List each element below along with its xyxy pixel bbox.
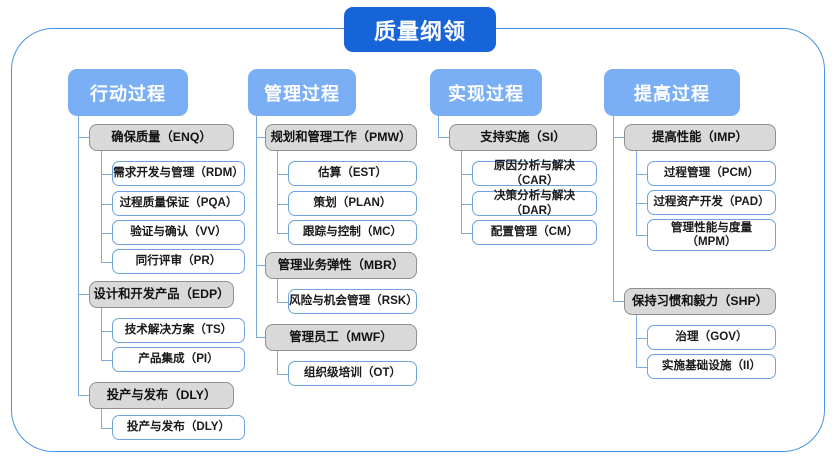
branch-line-col-4-g2	[613, 301, 624, 303]
child-branch-ii	[636, 367, 647, 369]
child-trunk-edp	[101, 308, 103, 361]
child-trunk-imp	[636, 151, 638, 236]
leaf-box-car[interactable]: 原因分析与解决（CAR）	[472, 159, 597, 187]
child-trunk-pmw	[277, 151, 279, 234]
column-header-3[interactable]: 实现过程	[430, 69, 542, 116]
leaf-box-rdm[interactable]: 需求开发与管理（RDM）	[112, 161, 245, 186]
child-branch-vv	[101, 233, 112, 235]
group-box-edp[interactable]: 设计和开发产品（EDP）	[89, 281, 234, 308]
child-branch-car	[461, 174, 472, 176]
leaf-box-ot[interactable]: 组织级培训（OT）	[288, 361, 417, 386]
leaf-box-ts[interactable]: 技术解决方案（TS）	[112, 318, 245, 343]
branch-line-col-2-g2	[256, 265, 265, 267]
child-branch-pcm	[636, 174, 647, 176]
branch-line-col-1-g2	[78, 294, 89, 296]
leaf-box-rsk[interactable]: 风险与机会管理（RSK）	[288, 289, 418, 314]
child-trunk-si	[461, 151, 463, 234]
child-branch-pad	[636, 203, 647, 205]
child-trunk-shp	[636, 315, 638, 368]
child-branch-est	[277, 174, 288, 176]
child-branch-pr	[101, 262, 112, 264]
group-box-dly[interactable]: 投产与发布（DLY）	[89, 382, 234, 409]
group-box-mwf[interactable]: 管理员工（MWF）	[265, 324, 417, 351]
group-box-pmw[interactable]: 规划和管理工作（PMW）	[265, 124, 417, 151]
child-branch-plan	[277, 204, 288, 206]
child-branch-cm	[461, 233, 472, 235]
leaf-box-pqa[interactable]: 过程质量保证（PQA）	[112, 191, 245, 216]
trunk-line-col-4	[613, 116, 615, 302]
leaf-box-mpm[interactable]: 管理性能与度量 （MPM）	[647, 219, 776, 251]
group-box-shp[interactable]: 保持习惯和毅力（SHP）	[624, 288, 776, 315]
leaf-box-vv[interactable]: 验证与确认（VV）	[112, 220, 245, 245]
leaf-box-pr[interactable]: 同行评审（PR）	[112, 249, 245, 274]
leaf-box-pcm[interactable]: 过程管理（PCM）	[647, 161, 776, 186]
child-branch-rdm	[101, 174, 112, 176]
leaf-box-ii[interactable]: 实施基础设施（II）	[647, 354, 776, 379]
leaf-box-dly[interactable]: 投产与发布（DLY）	[112, 415, 245, 440]
child-branch-dly	[101, 428, 112, 430]
child-branch-pqa	[101, 204, 112, 206]
child-trunk-enq	[101, 151, 103, 263]
child-branch-mpm	[636, 235, 647, 237]
child-branch-gov	[636, 338, 647, 340]
child-branch-mc	[277, 233, 288, 235]
branch-line-col-2-g1	[256, 137, 265, 139]
trunk-line-col-1	[78, 116, 80, 396]
child-branch-dar	[461, 204, 472, 206]
column-header-4[interactable]: 提高过程	[604, 69, 740, 116]
child-branch-ts	[101, 331, 112, 333]
leaf-box-plan[interactable]: 策划（PLAN）	[288, 191, 417, 216]
leaf-box-mc[interactable]: 跟踪与控制（MC）	[288, 220, 417, 245]
branch-line-col-1-g3	[78, 395, 89, 397]
group-box-mbr[interactable]: 管理业务弹性（MBR）	[265, 252, 417, 279]
group-box-enq[interactable]: 确保质量（ENQ）	[89, 124, 234, 151]
leaf-box-dar[interactable]: 决策分析与解决（DAR）	[472, 189, 597, 217]
group-box-si[interactable]: 支持实施（SI）	[449, 124, 597, 151]
child-branch-rsk	[277, 302, 288, 304]
leaf-box-cm[interactable]: 配置管理（CM）	[472, 220, 597, 245]
group-box-imp[interactable]: 提高性能（IMP）	[624, 124, 776, 151]
trunk-line-col-2	[256, 116, 258, 338]
leaf-box-pi[interactable]: 产品集成（PI）	[112, 347, 245, 372]
branch-line-col-4-g1	[613, 137, 624, 139]
branch-line-col-3-g1	[438, 137, 449, 139]
branch-line-col-2-g3	[256, 337, 265, 339]
branch-line-col-1-g1	[78, 137, 89, 139]
column-header-2[interactable]: 管理过程	[248, 69, 356, 116]
trunk-line-col-3	[438, 116, 440, 138]
leaf-box-pad[interactable]: 过程资产开发（PAD）	[647, 190, 776, 215]
child-branch-ot	[277, 374, 288, 376]
leaf-box-gov[interactable]: 治理（GOV）	[647, 325, 776, 350]
child-trunk-mbr	[277, 279, 279, 303]
leaf-box-est[interactable]: 估算（EST）	[288, 161, 417, 186]
column-header-1[interactable]: 行动过程	[68, 69, 188, 116]
child-trunk-dly	[101, 409, 103, 429]
child-branch-pi	[101, 360, 112, 362]
child-trunk-mwf	[277, 351, 279, 375]
diagram-title: 质量纲领	[344, 7, 496, 52]
